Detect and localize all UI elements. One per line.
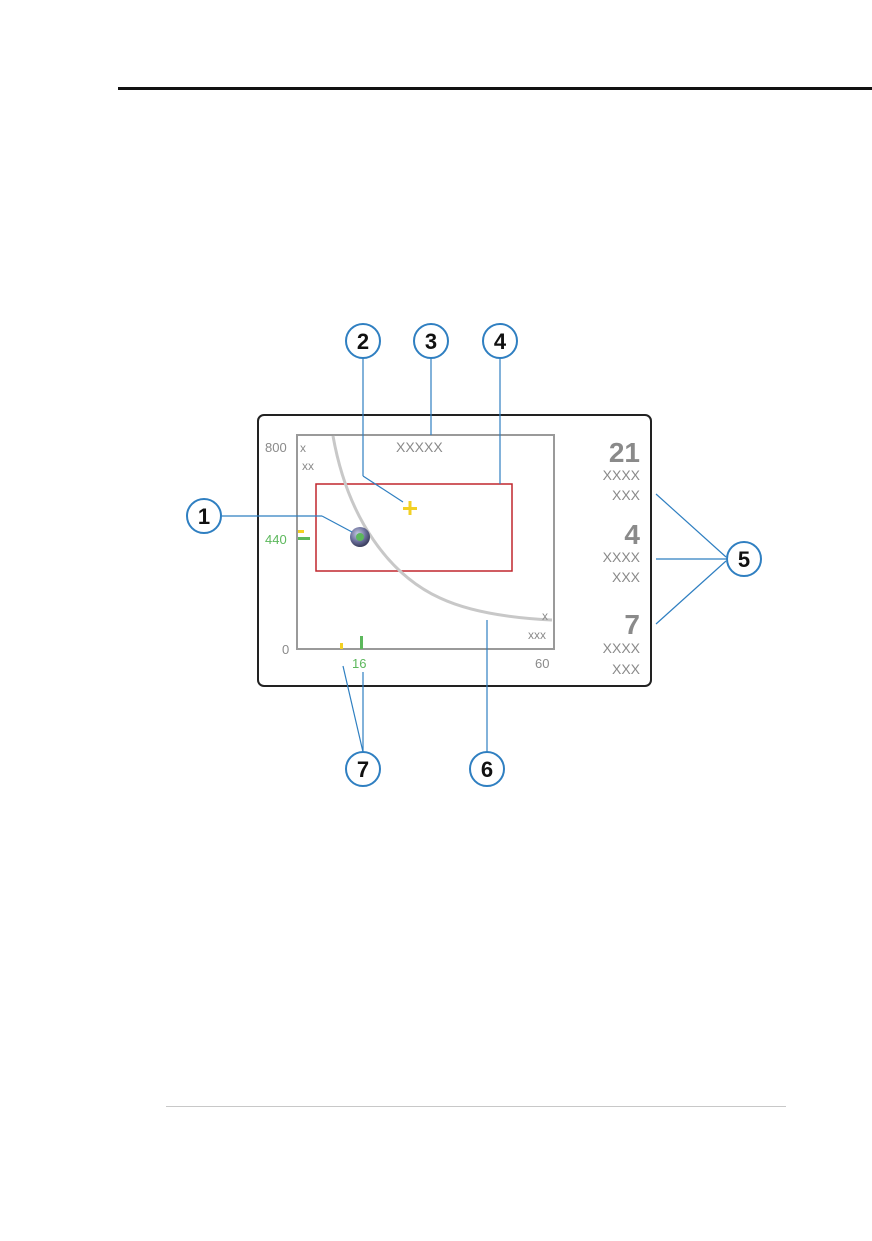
x-axis-marker-label: 16 [352,656,366,671]
svg-text:2: 2 [357,329,369,354]
y-unit-label-1: x [300,441,306,455]
y-unit-label-2: xx [302,459,314,473]
stat-2-line1: XXXX [603,549,641,565]
y-axis-max-label: 800 [265,440,287,455]
operating-point-icon [350,527,370,547]
y-current-marker [298,537,310,540]
target-crosshair-icon [403,501,417,515]
limit-curve [331,435,553,622]
callout-2: 2 [345,323,381,359]
x-current-marker [360,636,363,649]
x-unit-label-2: xxx [528,628,546,642]
callout-5: 5 [726,541,762,577]
plot-title: XXXXX [396,439,443,455]
svg-text:4: 4 [494,329,507,354]
x-unit-label-1: x [542,609,548,623]
svg-text:7: 7 [357,757,369,782]
svg-text:3: 3 [425,329,437,354]
page-footer-rule [166,1106,786,1107]
y-target-marker [298,530,304,533]
svg-text:6: 6 [481,757,493,782]
svg-text:5: 5 [738,547,750,572]
x-target-marker [340,643,343,649]
stat-1-line2: XXX [612,487,641,503]
callout-4: 4 [482,323,518,359]
stat-1-line1: XXXX [603,467,641,483]
plot-area [296,434,555,650]
callout-3: 3 [413,323,449,359]
stat-2-line2: XXX [612,569,641,585]
stat-3-value: 7 [624,609,640,640]
y-axis-min-label: 0 [282,642,289,657]
stat-3-line1: XXXX [603,640,641,656]
stat-1-value: 21 [609,437,640,468]
stat-3-line2: XXX [612,661,641,677]
svg-text:1: 1 [198,504,210,529]
leader-lines [222,357,727,753]
stat-2-value: 4 [624,519,640,550]
callout-6: 6 [469,751,505,787]
y-axis-marker-label: 440 [265,532,287,547]
page-header-rule [118,87,872,90]
x-axis-max-label: 60 [535,656,549,671]
display-frame [257,414,652,687]
target-zone-box [315,483,513,572]
callout-7: 7 [345,751,381,787]
callout-1: 1 [186,498,222,534]
